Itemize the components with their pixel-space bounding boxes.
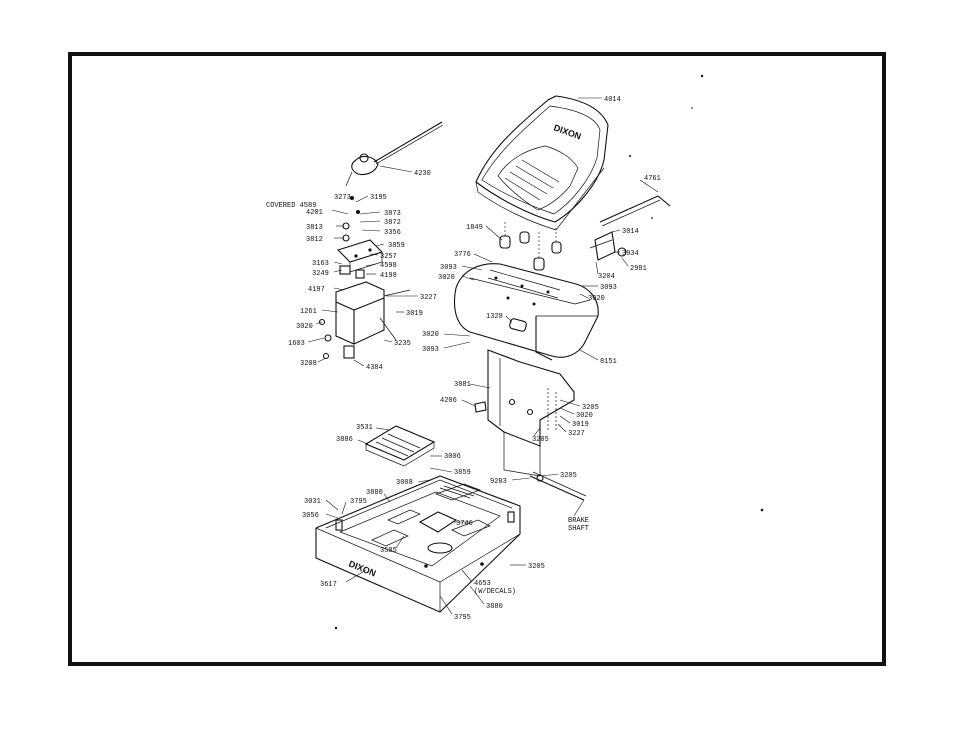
callout-3356: 3356	[384, 229, 401, 237]
callout-1261: 1261	[300, 308, 317, 316]
callout-1328: 1328	[486, 313, 503, 321]
callout-3008: 3008	[396, 479, 413, 487]
callout-shaft-label: SHAFT	[568, 525, 589, 533]
callout-3585: 3585	[380, 547, 397, 555]
callout-3205-plate: 3205	[582, 404, 599, 412]
seat-mount-plate	[474, 349, 575, 477]
callout-3873: 3873	[384, 210, 401, 218]
callout-3205-lower: 3205	[532, 436, 549, 444]
seat-spacers	[499, 222, 562, 271]
callout-3020-left: 3020	[422, 331, 439, 339]
callout-3006: 3006	[444, 453, 461, 461]
seat-spring-rod	[599, 195, 671, 227]
callout-3205-shaft: 3205	[560, 472, 577, 480]
callout-3617: 3617	[320, 581, 337, 589]
callout-3019-plate: 3019	[572, 421, 589, 429]
seat-pan-housing	[453, 263, 599, 361]
callout-4598: 4598	[380, 262, 397, 270]
callout-4201: 4201	[306, 209, 323, 217]
callout-3020-plate: 3020	[576, 412, 593, 420]
callout-3257: 3257	[380, 253, 397, 261]
seat-brand-text: DIXON	[552, 122, 582, 141]
lever-bolts	[318, 318, 332, 360]
callout-4014: 4014	[604, 96, 621, 104]
seat-switch-bracket	[589, 231, 627, 261]
callout-3204: 3204	[598, 273, 615, 281]
callout-3093-upper: 3093	[440, 264, 457, 272]
callout-3227-upper: 3227	[420, 294, 437, 302]
callout-3205-deck: 3205	[528, 563, 545, 571]
deck-brand-text: DIXON	[347, 559, 377, 579]
callout-4384: 4384	[366, 364, 383, 372]
callout-3859-deck: 3859	[454, 469, 471, 477]
callout-4653: 4653	[474, 580, 491, 588]
callout-1603: 1603	[288, 340, 305, 348]
callout-4198: 4198	[380, 272, 397, 280]
callout-3020-pan: 3020	[438, 274, 455, 282]
callout-labels: 4014 4230 4761 3273 3195 COVERED 4589 42…	[266, 96, 661, 622]
callout-3235: 3235	[394, 340, 411, 348]
callout-3020-lever: 3020	[296, 323, 313, 331]
callout-3019-upper: 3019	[406, 310, 423, 318]
callout-3056: 3056	[302, 512, 319, 520]
callout-3014: 3014	[622, 228, 639, 236]
callout-2981: 2981	[630, 265, 647, 273]
callout-4206: 4206	[440, 397, 457, 405]
floor-pad	[364, 425, 436, 467]
callout-3795-lower: 3795	[454, 614, 471, 622]
callout-9283: 9283	[490, 478, 507, 486]
callout-3195: 3195	[370, 194, 387, 202]
callout-3880-lower: 3880	[486, 603, 503, 611]
diagram-frame	[68, 52, 886, 666]
callout-3531: 3531	[356, 424, 373, 432]
callout-3795-upper: 3795	[350, 498, 367, 506]
callout-4653-decals: (W/DECALS)	[474, 588, 516, 596]
lever-bracket	[335, 281, 411, 359]
callout-1849: 1849	[466, 224, 483, 232]
callout-3813: 3813	[306, 224, 323, 232]
brake-shaft	[529, 471, 587, 501]
callout-3208: 3208	[300, 360, 317, 368]
callout-3886: 3886	[336, 436, 353, 444]
callout-brake-label: BRAKE	[568, 517, 589, 525]
callout-4197: 4197	[308, 286, 325, 294]
callout-3872: 3872	[384, 219, 401, 227]
callout-8151: 8151	[600, 358, 617, 366]
lever-hardware	[336, 196, 384, 279]
callout-3249: 3249	[312, 270, 329, 278]
callout-3020-right: 3020	[588, 295, 605, 303]
seat-part: DIXON	[475, 95, 609, 231]
callout-4230: 4230	[414, 170, 431, 178]
scan-specks	[334, 74, 764, 630]
callout-3881: 3881	[454, 381, 471, 389]
callout-3934: 3934	[622, 250, 639, 258]
callout-3776: 3776	[454, 251, 471, 259]
callout-3031: 3031	[304, 498, 321, 506]
callout-3812: 3812	[306, 236, 323, 244]
callout-3859: 3859	[388, 242, 405, 250]
lever-rod	[345, 121, 444, 187]
callout-3273: 3273	[334, 194, 351, 202]
leader-lines	[307, 97, 659, 615]
callout-3093-right: 3093	[600, 284, 617, 292]
callout-3746: 3746	[456, 520, 473, 528]
callout-3163: 3163	[312, 260, 329, 268]
callout-3880-upper: 3880	[366, 489, 383, 497]
callout-3093-left: 3093	[422, 346, 439, 354]
callout-4761: 4761	[644, 175, 661, 183]
callout-3227-plate: 3227	[568, 430, 585, 438]
callout-covered-4589: COVERED 4589	[266, 202, 316, 210]
deck-floor-plate: DIXON	[315, 475, 521, 613]
